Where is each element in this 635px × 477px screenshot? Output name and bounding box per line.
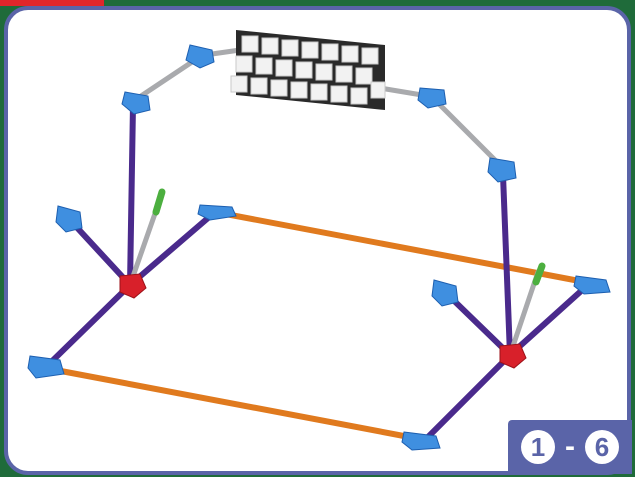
- connector-top-left-upper: [185, 44, 215, 69]
- purple-rod-right-post: [500, 172, 513, 358]
- cube: [310, 83, 328, 101]
- gray-rod-left-angled: [127, 202, 161, 288]
- blue-connectors: [27, 44, 611, 451]
- orange-rod-front: [42, 365, 428, 443]
- connector-back-left: [197, 204, 237, 221]
- step-badge: 1 - 6: [508, 420, 632, 474]
- connector-back-right: [573, 275, 611, 295]
- cube: [275, 59, 293, 77]
- cube: [261, 37, 279, 55]
- gray-rod-top-left: [135, 55, 201, 101]
- connector-arm-left: [55, 205, 83, 233]
- cube: [315, 63, 333, 81]
- cube: [230, 75, 248, 93]
- cube-panel: [230, 30, 386, 110]
- red-hubs: [119, 273, 527, 369]
- connector-front-left: [27, 355, 65, 379]
- cube: [250, 77, 268, 95]
- connector-top-right-lower: [487, 157, 517, 183]
- cube: [295, 61, 313, 79]
- cube: [350, 87, 368, 105]
- connector-top-right-upper: [417, 87, 447, 109]
- step-number-first: 1: [521, 430, 555, 464]
- purple-rod-right-front: [422, 352, 513, 443]
- corner-accent: [0, 0, 104, 6]
- cube: [241, 35, 259, 53]
- purple-rod-left-arm: [67, 217, 133, 288]
- cube: [255, 57, 273, 75]
- cube: [370, 81, 386, 99]
- connector-arm-right: [431, 279, 459, 307]
- connector-top-left-lower: [121, 91, 151, 115]
- cube: [281, 39, 299, 57]
- cube: [270, 79, 288, 97]
- cube: [335, 65, 353, 83]
- hub-left: [119, 273, 147, 299]
- cube: [341, 45, 359, 63]
- step-number-second: 6: [585, 430, 619, 464]
- cube: [361, 47, 379, 65]
- purple-rod-left-back: [127, 209, 218, 288]
- connector-front-right: [401, 431, 441, 451]
- gray-rod-right-angled: [507, 269, 541, 358]
- orange-rod-back: [212, 209, 593, 286]
- step-separator: -: [565, 430, 575, 463]
- cube: [321, 43, 339, 61]
- green-rod-right: [532, 262, 546, 286]
- purple-rods: [42, 102, 593, 443]
- hub-right: [499, 343, 527, 369]
- illustration-frame: [4, 6, 631, 475]
- cube: [355, 67, 373, 85]
- purple-rod-left-post: [127, 102, 136, 288]
- gray-rod-top-right: [429, 94, 503, 168]
- green-rod-left: [152, 188, 166, 216]
- cube: [301, 41, 319, 59]
- cube: [330, 85, 348, 103]
- cube: [235, 55, 253, 73]
- purple-rod-right-back: [507, 280, 593, 358]
- orange-rods: [42, 209, 593, 443]
- purple-rod-left-front: [42, 282, 133, 371]
- cube: [290, 81, 308, 99]
- green-rods: [152, 188, 546, 286]
